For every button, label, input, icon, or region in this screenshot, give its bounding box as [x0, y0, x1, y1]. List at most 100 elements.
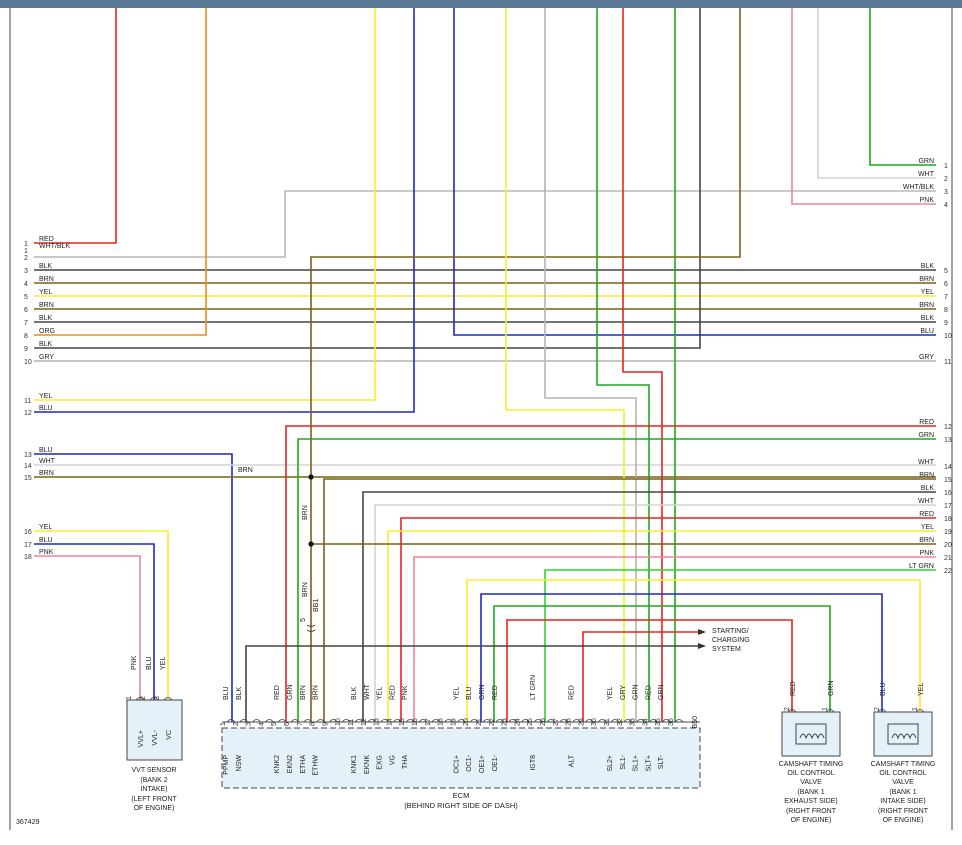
left-pin-wire-label: BRN [39, 302, 54, 309]
wire-brn-ecm-7 [310, 8, 741, 722]
ocv-pin-wire-label: YEL [918, 683, 925, 696]
ecm-pin-number: 21 [476, 718, 483, 726]
ecm-pin-signal: SLT- [658, 754, 665, 769]
ocv-pin-terminal-icon [825, 709, 835, 713]
right-pin-number: 21 [944, 555, 952, 562]
wire-blu-oc1-minus [480, 593, 883, 722]
ocv-intake-coil-icon [887, 723, 919, 745]
left-pin-wire-label: YEL [39, 289, 52, 296]
left-pin-wire-label: BLK [39, 315, 53, 322]
vvt-sensor-desc-2: INTAKE) [140, 786, 167, 793]
right-pin-wire-label: PNK [920, 550, 935, 557]
wire-pnk-right-4 [791, 8, 936, 205]
ocv-pin-terminal-icon [915, 709, 925, 713]
left-pin-wire-label: RED [39, 236, 54, 243]
ecm-pin-wire-label: RED [274, 685, 281, 700]
ecm-pin-number: 32 [617, 718, 624, 726]
ocv-pin-number: 2 [784, 707, 791, 711]
ocv-intake-desc-3: (RIGHT FRONT [878, 808, 929, 815]
ecm-pin-number: 35 [655, 718, 662, 726]
vvt-pin-number: 1 [126, 696, 133, 700]
left-pin-wire-label: YEL [39, 524, 52, 531]
ecm-pin-wire-label: BRN [313, 685, 320, 700]
ecm-pin-number: 8 [310, 722, 317, 726]
right-pin-number: 15 [944, 477, 952, 484]
ecm-pin-number: 12 [361, 718, 368, 726]
ecm-pin-terminal-icon [457, 719, 466, 723]
ecm-pin-signal: OE1+ [479, 755, 486, 773]
right-pin-wire-label: RED [919, 511, 934, 518]
ecm-pin-signal: EXG [377, 755, 384, 770]
wire-label-brn-vertical-b: BRN [302, 582, 309, 597]
left-pin-number: 15 [24, 475, 32, 482]
ecm-pin-signal: SL2+ [607, 755, 614, 772]
ecm-pin-number: 6 [284, 722, 291, 726]
ecm-pin-terminal-icon [661, 719, 671, 723]
ecm-pin-number: 25 [527, 718, 534, 726]
ocv-pin-wire-label: RED [790, 681, 797, 696]
ecm-pin-terminal-icon [508, 719, 517, 723]
ecm-title: ECM [453, 791, 470, 800]
ecm-pin-number: 14 [386, 718, 393, 726]
ocv-exhaust-title-2: OIL CONTROL [787, 770, 834, 777]
right-pin-number: 2 [944, 176, 948, 183]
vvt-pin-signal: VC [166, 730, 173, 740]
splice-pin-number: 5 [300, 618, 307, 622]
ecm-pin-number: 15 [399, 718, 406, 726]
ecm-pin-signal: ETHW [313, 755, 320, 776]
left-pin-number: 11 [24, 398, 31, 405]
left-pin-number: 7 [24, 320, 28, 327]
wire-label-brn-15: BRN [238, 467, 253, 474]
wire-gry-sl1-minus [544, 8, 637, 722]
right-pin-wire-label: GRY [919, 354, 934, 361]
vvt-wire-label-yel: YEL [160, 657, 167, 670]
right-pin-number: 5 [944, 268, 948, 275]
ecm-pin-terminal-icon [546, 719, 556, 723]
left-pin-wire-label: BLK [39, 263, 53, 270]
wire-whtblk-left-1 [34, 190, 936, 258]
ecm-pin-wire-label: RED [492, 685, 499, 700]
wire-yel-oc1-plus [466, 579, 921, 722]
ecm-pin-terminal-icon [482, 719, 492, 723]
ocv-intake-title-1: CAMSHAFT TIMING [871, 761, 936, 768]
ecm-pin-wire-label: YEL [453, 687, 460, 700]
ocv-intake-title-3: VALVE [892, 779, 914, 786]
wire-blu-17-vvl-minus [34, 543, 155, 700]
wire-wht-right-2 [817, 8, 936, 179]
ecm-pin-terminal-icon [277, 719, 287, 723]
ecm-pin-terminal-icon [533, 719, 543, 723]
ecm-pin-wire-label: GRN [633, 684, 640, 700]
ecm-pin-number: 16 [412, 718, 419, 726]
ecm-pin-number: 31 [604, 718, 611, 726]
right-pin-wire-label: WHT [918, 459, 935, 466]
ocv-exhaust-title-3: VALVE [800, 779, 822, 786]
ecm-pin-terminal-icon [341, 719, 351, 723]
wire-yel-sl2 [505, 8, 625, 722]
right-pin-wire-label: BLK [921, 485, 935, 492]
ecm-pin-terminal-icon [431, 719, 441, 723]
ecm-pin-number: 23 [502, 718, 509, 726]
left-pin-wire-label: WHT/BLK [39, 243, 70, 250]
right-pin-number: 14 [944, 464, 952, 471]
ecm-pin-signal: VG [389, 755, 396, 765]
vvt-sensor-box [126, 699, 183, 761]
wire-grn-13-ekn2 [297, 438, 936, 722]
left-pin-number: 10 [24, 359, 32, 366]
ocv-intake-desc-2: INTAKE SIDE) [880, 798, 925, 805]
right-pin-number: 11 [944, 359, 951, 366]
right-pin-wire-label: BLU [920, 328, 934, 335]
wire-wht-17-eknk [374, 504, 936, 722]
right-pin-wire-label: BLK [921, 263, 935, 270]
ocv-intake-desc-4: OF ENGINE) [883, 817, 924, 824]
ecm-pin-wire-label: RED [389, 685, 396, 700]
ecm-pin-signal: SL1+ [633, 755, 640, 772]
ecm-pin-wire-label: BRN [300, 685, 307, 700]
ecm-box [221, 727, 701, 789]
ocv-pin-terminal-icon [877, 709, 887, 713]
ocv-pin-terminal-icon [787, 709, 797, 713]
ecm-pin-terminal-icon [610, 719, 620, 723]
left-pin-wire-label: BLU [39, 447, 53, 454]
ecm-pin-terminal-icon [521, 719, 530, 723]
